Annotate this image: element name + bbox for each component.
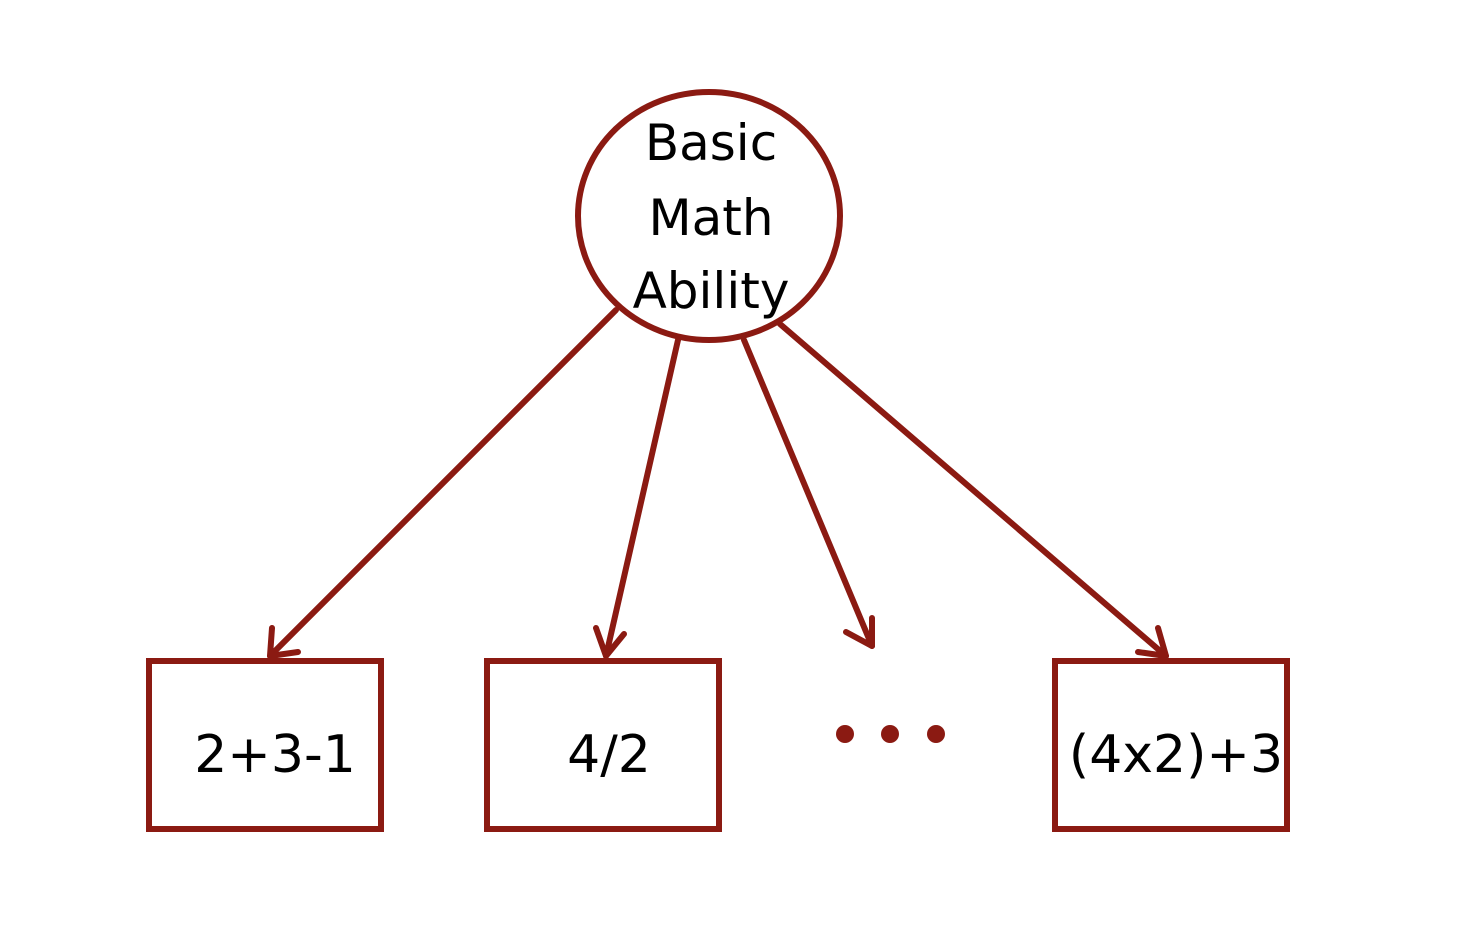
arrows: [267, 307, 1169, 659]
latent-label-line-1: Basic: [645, 114, 777, 172]
item-box-3-rect: [1052, 658, 1290, 832]
ellipsis-dot-1: [836, 725, 854, 743]
item-box-1-label: 2+3-1: [194, 725, 356, 785]
arrow-to-item-1: [267, 307, 619, 659]
item-box-2: 4/2: [484, 658, 722, 832]
latent-label-line-3: Ability: [633, 262, 790, 320]
latent-factor-circle: [575, 89, 843, 343]
ellipsis: ...: [836, 725, 945, 761]
arrow-to-ellipsis: [741, 337, 875, 649]
item-box-1: 2+3-1: [146, 658, 384, 832]
latent-label-line-2: Math: [648, 189, 773, 247]
ellipsis-dot-3: [927, 725, 945, 743]
item-box-2-label: 4/2: [567, 725, 651, 785]
arrow-to-item-2: [593, 337, 681, 659]
item-box-1-rect: [146, 658, 384, 832]
item-box-3-label: (4x2)+3: [1069, 725, 1283, 785]
latent-factor-node: Basic Math Ability: [575, 89, 843, 343]
ellipsis-text: ...: [890, 759, 892, 761]
arrow-to-item-3: [777, 321, 1169, 659]
ellipsis-dot-2: [881, 725, 899, 743]
item-box-2-rect: [484, 658, 722, 832]
item-box-3: (4x2)+3: [1052, 658, 1290, 832]
